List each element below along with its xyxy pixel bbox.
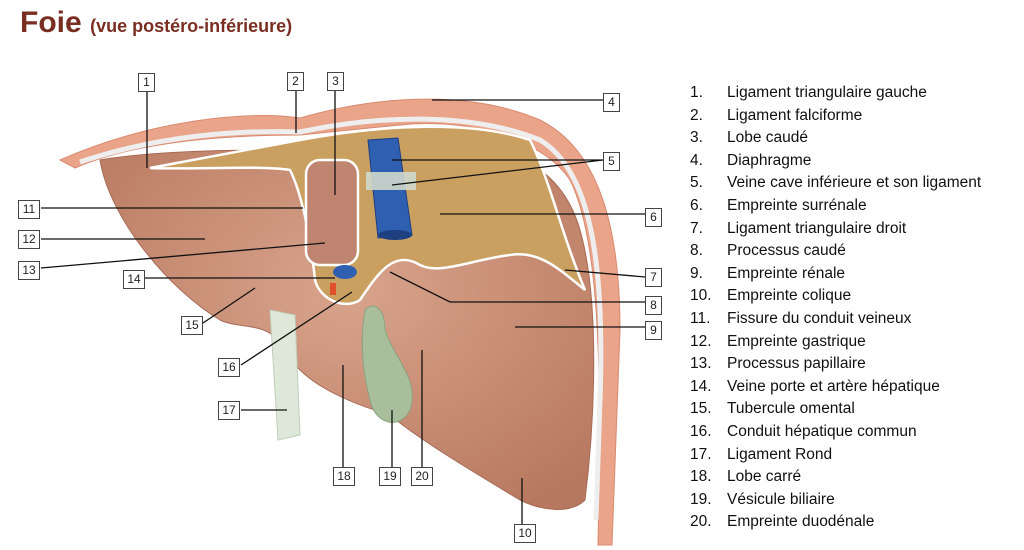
legend-item: 12. Empreinte gastrique: [690, 331, 981, 354]
label-8: 8: [645, 296, 662, 315]
legend-number: 2.: [690, 106, 703, 124]
legend-number: 7.: [690, 219, 703, 237]
legend-number: 19.: [690, 490, 712, 508]
legend-text: Ligament triangulaire gauche: [727, 84, 927, 101]
label-15: 15: [181, 316, 203, 335]
legend-text: Empreinte gastrique: [727, 332, 866, 350]
label-14: 14: [123, 270, 145, 289]
legend-text: Lobe caudé: [727, 129, 809, 147]
legend-number: 1.: [690, 84, 703, 101]
legend-text: Ligament falciforme: [727, 106, 863, 124]
legend-number: 5.: [690, 174, 703, 192]
label-3: 3: [327, 72, 344, 91]
label-9: 9: [645, 321, 662, 340]
legend-number: 17.: [690, 445, 712, 463]
legend-item: 4. Diaphragme: [690, 150, 981, 173]
legend-text: Empreinte duodénale: [727, 513, 875, 531]
caudate-lobe: [304, 158, 360, 267]
legend-number: 20.: [690, 513, 712, 531]
title-subtitle: (vue postéro-inférieure): [90, 16, 293, 36]
title-main: Foie: [20, 6, 82, 39]
legend-number: 11.: [690, 309, 711, 327]
legend-text: Veine cave inférieure et son ligament: [727, 174, 982, 192]
legend-number: 6.: [690, 196, 703, 214]
legend-item: 14. Veine porte et artère hépatique: [690, 376, 981, 399]
legend-text: Conduit hépatique commun: [727, 422, 917, 440]
legend-number: 4.: [690, 151, 703, 169]
label-19: 19: [379, 467, 401, 486]
label-18: 18: [333, 467, 355, 486]
leader-lines: [40, 91, 646, 524]
legend-number: 12.: [690, 332, 712, 350]
label-11: 11: [18, 200, 40, 219]
legend-item: 19. Vésicule biliaire: [690, 489, 981, 512]
label-17: 17: [218, 401, 240, 420]
legend-text: Vésicule biliaire: [727, 490, 835, 508]
legend-text: Processus papillaire: [727, 355, 866, 373]
legend-text: Empreinte rénale: [727, 264, 846, 282]
legend-item: 11. Fissure du conduit veineux: [690, 308, 981, 331]
legend: 1. Ligament triangulaire gauche 2. Ligament…: [690, 82, 981, 534]
legend-text: Tubercule omental: [727, 400, 855, 418]
label-13: 13: [18, 261, 40, 280]
legend-text: Ligament Rond: [727, 445, 833, 463]
page-title: Foie (vue postéro-inférieure): [20, 6, 292, 40]
label-16: 16: [218, 358, 240, 377]
legend-item: 7. Ligament triangulaire droit: [690, 218, 981, 241]
legend-item: 15. Tubercule omental: [690, 398, 981, 421]
diaphragm: [58, 98, 621, 546]
legend-item: 3. Lobe caudé: [690, 127, 981, 150]
label-4: 4: [603, 93, 620, 112]
bare-area: [149, 125, 587, 306]
legend-item: 5. Veine cave inférieure et son ligament: [690, 172, 981, 195]
legend-number: 18.: [690, 468, 712, 486]
legend-text: Lobe carré: [727, 468, 802, 486]
legend-number: 14.: [690, 377, 712, 395]
legend-item: 2. Ligament falciforme: [690, 105, 981, 128]
legend-number: 9.: [690, 264, 703, 282]
legend-item: 9. Empreinte rénale: [690, 263, 981, 286]
legend-number: 3.: [690, 129, 703, 147]
legend-text: Empreinte colique: [727, 287, 852, 305]
label-10: 10: [514, 524, 536, 543]
legend-item: 10. Empreinte colique: [690, 285, 981, 308]
label-6: 6: [645, 208, 662, 227]
legend-item: 6. Empreinte surrénale: [690, 195, 981, 218]
legend-text: Ligament triangulaire droit: [727, 219, 907, 237]
legend-text: Fissure du conduit veineux: [727, 309, 912, 327]
legend-number: 10.: [690, 287, 712, 305]
legend-number: 13.: [690, 355, 712, 373]
legend-number: 8.: [690, 242, 703, 260]
legend-item: 13. Processus papillaire: [690, 353, 981, 376]
label-20: 20: [411, 467, 433, 486]
legend-text: Diaphragme: [727, 151, 812, 169]
legend-item: 17. Ligament Rond: [690, 444, 981, 467]
legend-text: Empreinte surrénale: [727, 196, 867, 214]
legend-item: 20. Empreinte duodénale: [690, 511, 981, 534]
legend-text: Processus caudé: [727, 242, 846, 260]
portal-vein: [333, 265, 357, 279]
legend-item: 16. Conduit hépatique commun: [690, 421, 981, 444]
legend-number: 16.: [690, 422, 712, 440]
label-2: 2: [287, 72, 304, 91]
legend-text: Veine porte et artère hépatique: [727, 377, 940, 395]
legend-number: 15.: [690, 400, 712, 418]
round-ligament: [269, 309, 301, 441]
label-7: 7: [645, 268, 662, 287]
label-1: 1: [138, 73, 155, 92]
legend-item: 1. Ligament triangulaire gauche: [690, 82, 981, 105]
legend-item: 8. Processus caudé: [690, 240, 981, 263]
label-12: 12: [18, 230, 40, 249]
gallbladder: [361, 305, 413, 423]
label-5: 5: [603, 152, 620, 171]
legend-item: 18. Lobe carré: [690, 466, 981, 489]
